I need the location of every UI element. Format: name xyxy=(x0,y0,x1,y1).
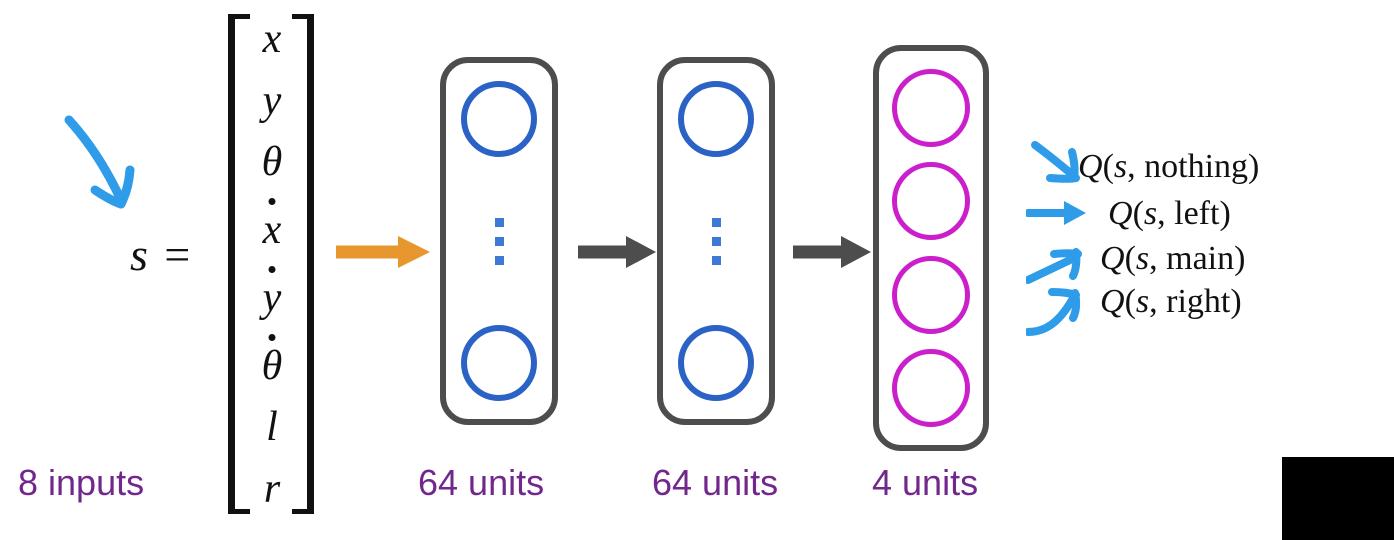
orange-arrow-icon xyxy=(336,236,430,268)
state-entry: θ xyxy=(262,333,282,391)
output-label-main: Q(s, main) xyxy=(1100,240,1246,277)
hidden-layer-1-box xyxy=(440,57,558,425)
bracket-right-icon xyxy=(292,14,314,514)
bracket-left-icon xyxy=(228,14,250,514)
state-entry: θ xyxy=(261,139,283,186)
output-node xyxy=(892,68,970,147)
output-label-right: Q(s, right) xyxy=(1100,283,1242,320)
gray-arrow-icon xyxy=(793,236,871,268)
state-entry: x xyxy=(262,16,282,62)
hidden-node xyxy=(461,81,537,157)
hidden-node xyxy=(461,325,537,401)
output-arrow-main-icon xyxy=(1026,248,1082,284)
state-entry: r xyxy=(263,465,281,512)
output-node xyxy=(892,255,970,334)
state-vector: x y θ x y θ l r xyxy=(228,14,314,514)
time-derivative-dot-icon xyxy=(268,333,276,341)
annotation-arrow-icon xyxy=(64,115,135,209)
hidden-layer-2-box xyxy=(657,57,775,425)
state-vector-entries: x y θ x y θ l r xyxy=(246,14,298,514)
time-derivative-dot-icon xyxy=(268,265,276,273)
state-entry: y xyxy=(263,265,281,323)
output-arrow-nothing-icon xyxy=(1031,141,1080,183)
ellipsis-icon xyxy=(711,217,721,265)
output-arrow-right-icon xyxy=(1026,288,1081,336)
state-entry: y xyxy=(262,77,282,124)
state-entry: x xyxy=(263,198,281,255)
hidden-layer-1-caption: 64 units xyxy=(418,462,545,503)
state-variable-label: s = xyxy=(130,229,194,280)
input-caption: 8 inputs xyxy=(18,462,145,503)
output-node xyxy=(892,162,970,241)
hidden-layer-2-caption: 64 units xyxy=(652,462,779,503)
state-entry: l xyxy=(266,404,278,451)
output-arrow-left-icon xyxy=(1026,201,1086,225)
output-label-nothing: Q(s, nothing) xyxy=(1078,148,1260,185)
video-overlay-block xyxy=(1282,457,1394,540)
time-derivative-dot-icon xyxy=(268,198,276,206)
hidden-node xyxy=(678,325,754,401)
ellipsis-icon xyxy=(494,217,504,265)
output-node xyxy=(892,349,970,428)
hidden-node xyxy=(678,81,754,157)
output-layer-box xyxy=(873,45,989,451)
output-label-left: Q(s, left) xyxy=(1108,195,1231,232)
output-layer-caption: 4 units xyxy=(872,462,979,503)
gray-arrow-icon xyxy=(578,236,656,268)
